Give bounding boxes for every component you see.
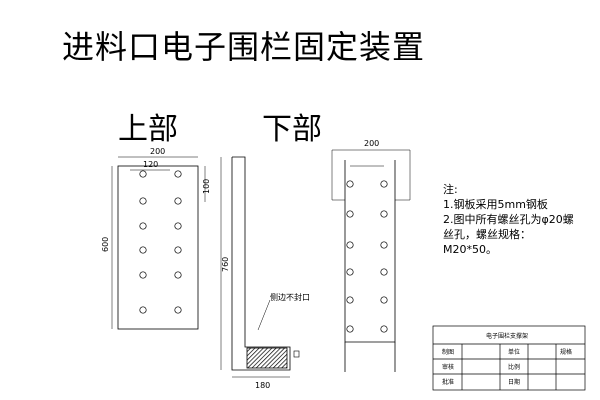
tb-cell: 批准	[442, 378, 454, 386]
small-tab	[293, 350, 300, 358]
hole	[139, 271, 147, 279]
notes-block: 注: 1.钢板采用5mm钢板 2.图中所有螺丝孔为φ20螺丝孔，螺丝规格：M20…	[443, 182, 583, 257]
hole	[380, 296, 388, 304]
hole	[174, 306, 182, 314]
tb-cell: 日期	[508, 378, 520, 386]
notes-line-2: 2.图中所有螺丝孔为φ20螺丝孔，螺丝规格：M20*50。	[443, 213, 574, 256]
dim-top-height: 600	[101, 237, 110, 252]
top-part-drawing	[111, 156, 206, 330]
hole	[346, 241, 354, 249]
dim-mid-height: 760	[221, 257, 230, 272]
bottom-part-drawing	[331, 149, 411, 372]
side-note-text: 侧边不封口	[270, 292, 310, 302]
hole	[174, 170, 182, 178]
notes-line-1: 1.钢板采用5mm钢板	[443, 198, 548, 211]
bottom-plate-holes	[346, 180, 388, 333]
notes-heading: 注:	[443, 183, 458, 196]
dim-top-inner: 120	[143, 160, 158, 169]
hole	[380, 325, 388, 333]
hole	[380, 241, 388, 249]
dim-top-hole: 100	[202, 179, 211, 194]
hatched-base	[246, 347, 288, 369]
hole	[346, 210, 354, 218]
hole	[346, 180, 354, 188]
top-plate-outline	[117, 165, 199, 330]
dim-top-width: 200	[150, 147, 165, 156]
hole	[346, 268, 354, 276]
top-plate-holes	[139, 170, 182, 314]
hole	[346, 296, 354, 304]
hole	[174, 222, 182, 230]
hole	[380, 210, 388, 218]
hole	[174, 197, 182, 205]
title-block-name: 电子围栏支撑架	[486, 332, 528, 340]
page-title: 进料口电子围栏固定装置	[62, 28, 426, 66]
tb-cell: 单位	[508, 348, 520, 356]
side-note-leader	[257, 299, 271, 331]
hole	[380, 180, 388, 188]
mid-part-drawing	[220, 156, 300, 378]
title-block-outline	[432, 325, 586, 391]
tb-cell: 比例	[508, 363, 520, 371]
hole	[139, 306, 147, 314]
l-bracket-outline	[231, 156, 291, 371]
label-bottom-part: 下部	[262, 112, 322, 147]
dim-bottom-width: 200	[364, 139, 379, 148]
hole	[346, 325, 354, 333]
title-block	[432, 325, 586, 391]
dim-mid-base: 180	[255, 381, 270, 390]
hole	[174, 271, 182, 279]
hole	[380, 268, 388, 276]
hole	[139, 197, 147, 205]
tb-cell: 审核	[442, 363, 454, 371]
hole	[139, 246, 147, 254]
hole	[139, 170, 147, 178]
tb-cell: 规格	[560, 348, 572, 356]
bottom-plate-outline	[344, 160, 396, 343]
hole	[174, 246, 182, 254]
tb-cell: 制图	[442, 348, 454, 356]
label-top-part: 上部	[118, 112, 178, 147]
hole	[139, 222, 147, 230]
